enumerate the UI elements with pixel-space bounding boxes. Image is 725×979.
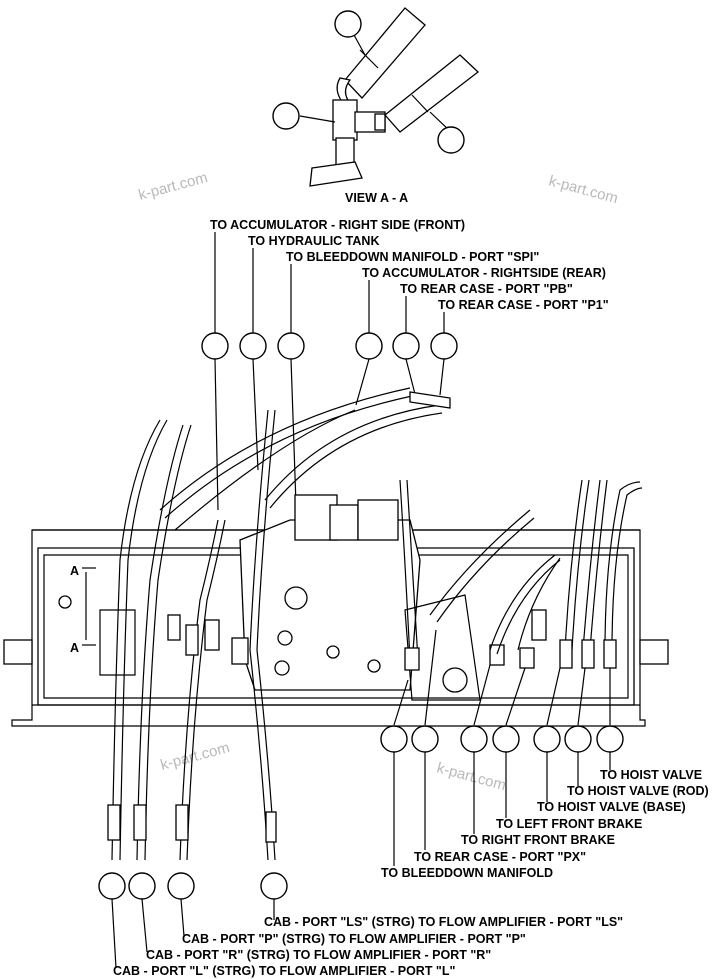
label-right-front-brake: TO RIGHT FRONT BRAKE [461,833,615,847]
hoses [107,387,643,861]
top-callouts [201,332,458,360]
label-hoist-valve: TO HOIST VALVE [600,768,702,782]
label-hydraulic-tank: TO HYDRAULIC TANK [248,234,379,248]
bottom-callouts [98,872,288,900]
callout-bleeddown-spi [277,332,305,360]
callout-cab-port-l [98,872,126,900]
view-title: VIEW A - A [345,191,408,205]
callout-bleeddown-manifold [380,725,408,753]
callout-left-front-brake [492,725,520,753]
callout-cab-port-p [167,872,195,900]
top-labels: TO ACCUMULATOR - RIGHT SIDE (FRONT) TO H… [210,218,609,312]
callout-view-upper-hose [334,10,362,38]
callout-rear-case-pb [392,332,420,360]
label-hoist-valve-base: TO HOIST VALVE (BASE) [537,800,686,814]
view-a-a-detail: VIEW A - A [272,7,480,205]
label-rear-case-p1: TO REAR CASE - PORT "P1" [438,298,609,312]
label-accumulator-right-front: TO ACCUMULATOR - RIGHT SIDE (FRONT) [210,218,465,232]
section-mark-bottom: A [70,641,79,655]
valve-assembly: A A [3,494,669,727]
label-rear-case-pb: TO REAR CASE - PORT "PB" [400,282,573,296]
right-labels: TO HOIST VALVE TO HOIST VALVE (ROD) TO H… [381,768,709,880]
right-leaders [393,629,611,866]
watermark: k-part.com [435,759,508,794]
callout-rear-case-px [411,725,439,753]
label-rear-case-px: TO REAR CASE - PORT "PX" [414,850,586,864]
callout-cab-port-ls [260,872,288,900]
label-cab-port-ls: CAB - PORT "LS" (STRG) TO FLOW AMPLIFIER… [264,915,623,929]
callout-hydraulic-tank [239,332,267,360]
section-mark-top: A [70,564,79,578]
label-cab-port-l: CAB - PORT "L" (STRG) TO FLOW AMPLIFIER … [113,964,455,978]
label-cab-port-r: CAB - PORT "R" (STRG) TO FLOW AMPLIFIER … [146,948,491,962]
right-callouts [380,725,624,753]
watermark: k-part.com [159,739,232,774]
callout-accumulator-right-front [201,332,229,360]
callout-hoist-valve-base [533,725,561,753]
label-bleeddown-spi: TO BLEEDDOWN MANIFOLD - PORT "SPI" [286,250,539,264]
callout-view-tee [272,102,300,130]
callout-view-right-hose [437,126,465,154]
label-bleeddown-manifold: TO BLEEDDOWN MANIFOLD [381,866,553,880]
callout-right-front-brake [460,725,488,753]
label-hoist-valve-rod: TO HOIST VALVE (ROD) [567,784,709,798]
label-left-front-brake: TO LEFT FRONT BRAKE [496,817,642,831]
callout-rear-case-p1 [430,332,458,360]
callout-cab-port-r [128,872,156,900]
watermark: k-part.com [547,172,620,207]
label-accumulator-right-rear: TO ACCUMULATOR - RIGHTSIDE (REAR) [362,266,606,280]
callout-accumulator-right-rear [355,332,383,360]
bottom-leaders [111,898,275,969]
label-cab-port-p: CAB - PORT "P" (STRG) TO FLOW AMPLIFIER … [182,932,526,946]
callout-hoist-valve [596,725,624,753]
watermark: k-part.com [137,169,210,204]
bottom-labels: CAB - PORT "LS" (STRG) TO FLOW AMPLIFIER… [113,915,623,978]
top-leaders [214,232,445,511]
callout-hoist-valve-rod [564,725,592,753]
